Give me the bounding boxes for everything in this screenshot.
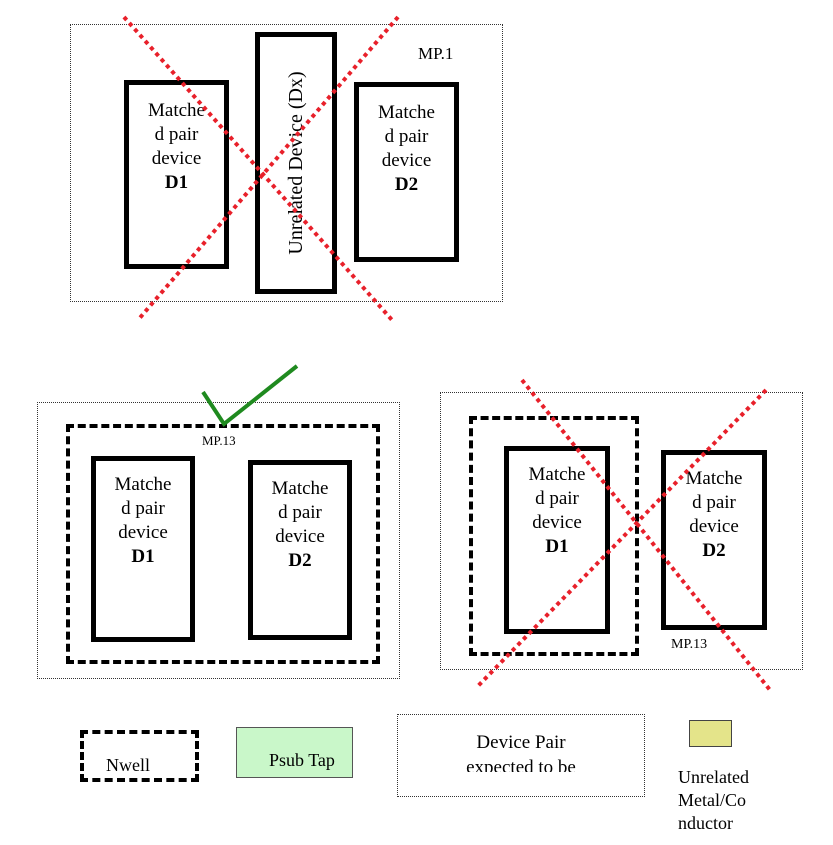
- top-reject-stroke-2: [136, 15, 400, 322]
- top-d1-text-1: Matche: [148, 100, 205, 121]
- right-rule-label: MP.13: [671, 637, 708, 652]
- top-d1-name: D1: [164, 172, 189, 193]
- top-d2-text-1: Matche: [378, 102, 435, 123]
- legend-nwell-label: Nwell: [106, 755, 150, 775]
- legend-device-pair-swatch: Device Pair expected to be: [397, 714, 645, 797]
- top-device-d1: Matche d pair device D1: [124, 80, 229, 269]
- legend-nwell-swatch: Nwell: [80, 730, 199, 782]
- top-d2-name: D2: [394, 174, 419, 195]
- right-d1-text-3: device: [532, 512, 582, 533]
- legend-unrelated-metal-swatch: [689, 720, 732, 747]
- left-d2-text-1: Matche: [271, 478, 329, 499]
- top-device-d2: Matche d pair device D2: [354, 82, 459, 262]
- legend-psub-tap-swatch: Psub Tap: [236, 727, 353, 778]
- right-d2-text-2: d pair: [692, 492, 736, 513]
- left-d2-name: D2: [288, 550, 312, 571]
- left-d1-text-2: d pair: [121, 498, 165, 519]
- legend-unrelated-metal-text: Unrelated Metal/Co nductor: [678, 766, 778, 832]
- left-d1-text-3: device: [118, 522, 168, 543]
- left-d2-text-2: d pair: [278, 502, 322, 523]
- right-d1-name: D1: [545, 536, 569, 557]
- red-x-icon: [476, 378, 772, 692]
- left-d1-text-1: Matche: [114, 474, 172, 495]
- top-rule-label: MP.1: [418, 44, 454, 63]
- left-d2-text-3: device: [275, 526, 325, 547]
- right-reject-stroke-2: [476, 388, 768, 688]
- left-rule-label: MP.13: [202, 433, 236, 448]
- left-device-d1: Matche d pair device D1: [91, 456, 195, 642]
- right-d2-text-1: Matche: [685, 468, 743, 489]
- green-check-icon: [201, 364, 299, 427]
- top-reject-stroke-1: [122, 15, 394, 322]
- legend-unrelated-text-3: nductor: [678, 813, 733, 832]
- legend-unrelated-text-1: Unrelated: [678, 767, 749, 787]
- left-device-d2: Matche d pair device D2: [248, 460, 352, 640]
- top-d2-text-2: d pair: [384, 126, 429, 147]
- top-d1-text-2: d pair: [154, 124, 199, 145]
- red-x-icon: [122, 15, 400, 322]
- right-d1-text-2: d pair: [535, 488, 579, 509]
- right-reject-stroke-1: [520, 378, 772, 692]
- left-d1-name: D1: [131, 546, 155, 567]
- legend-device-pair-text-1: Device Pair: [476, 732, 566, 753]
- right-device-d2: Matche d pair device D2: [661, 450, 767, 630]
- legend-unrelated-text-2: Metal/Co: [678, 790, 746, 810]
- legend-psub-tap-label: Psub Tap: [269, 750, 335, 770]
- right-d1-text-1: Matche: [528, 464, 586, 485]
- left-diagram-region: [37, 402, 400, 679]
- right-d2-name: D2: [702, 540, 726, 561]
- legend-device-pair-text-2: expected to be: [466, 757, 576, 772]
- right-diagram-region: [440, 392, 803, 670]
- right-d2-text-3: device: [689, 516, 739, 537]
- top-diagram-region: [70, 24, 503, 302]
- top-d2-text-3: device: [381, 150, 432, 171]
- top-d1-text-3: device: [151, 148, 202, 169]
- top-device-dx: Unrelated Device (Dx): [255, 32, 337, 294]
